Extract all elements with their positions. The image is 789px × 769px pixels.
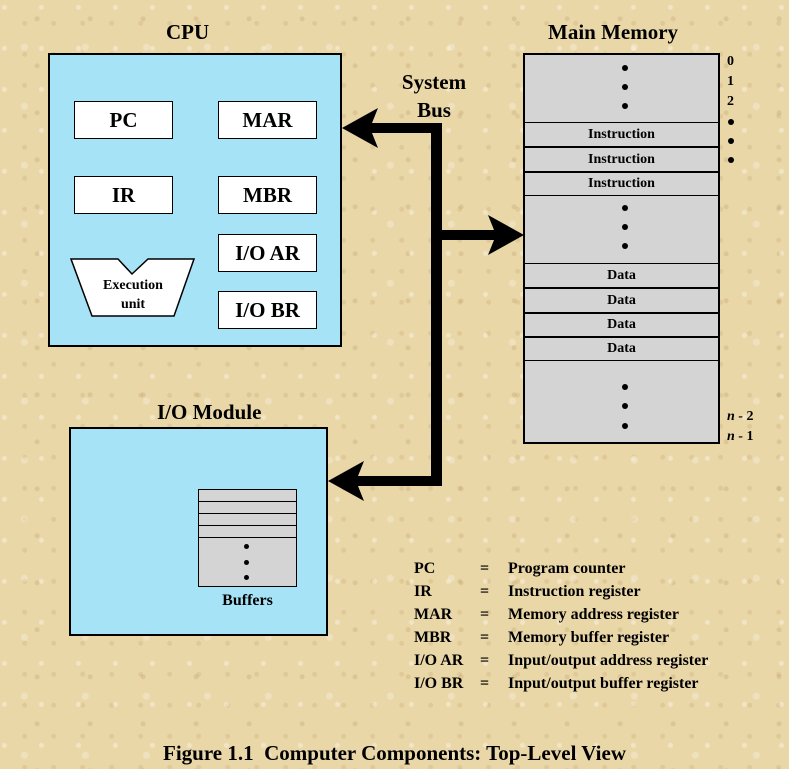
- memory-data-cell: Data: [525, 263, 718, 288]
- legend-meaning: Input/output address register: [508, 652, 709, 669]
- register-ir: IR: [74, 176, 173, 214]
- memory-dot: [622, 103, 628, 109]
- address-dot: [728, 138, 734, 144]
- register-io-br: I/O BR: [218, 291, 317, 329]
- bus-arrow-to-cpu: [342, 108, 378, 148]
- address-1: 1: [727, 74, 734, 89]
- memory-dot: [622, 84, 628, 90]
- io-buffers: [198, 489, 297, 587]
- address-0: 0: [727, 54, 734, 69]
- memory-instruction-cell: Instruction: [525, 122, 718, 147]
- legend-meaning: Input/output buffer register: [508, 675, 699, 692]
- legend-abbr: MAR: [414, 606, 453, 623]
- legend-abbr: I/O AR: [414, 652, 464, 669]
- figure-caption: Figure 1.1 Computer Components: Top-Leve…: [163, 741, 626, 765]
- bus-label: System Bus: [401, 70, 467, 122]
- buffer-row: [199, 526, 296, 538]
- address-dot: [728, 119, 734, 125]
- legend-abbr: IR: [414, 583, 432, 600]
- memory-dot: [622, 224, 628, 230]
- register-pc: PC: [74, 101, 173, 139]
- execution-unit-label: Execution unit: [103, 278, 163, 312]
- address-2: 2: [727, 94, 734, 109]
- memory-data-cell: Data: [525, 288, 718, 313]
- execution-unit-shape: [70, 258, 196, 317]
- bus-arrow-to-io: [328, 461, 364, 501]
- legend-meaning: Memory buffer register: [508, 629, 670, 646]
- memory-dot: [622, 65, 628, 71]
- buffer-row: [199, 514, 296, 526]
- legend-abbr: PC: [414, 560, 436, 577]
- buffer-dot: [244, 560, 249, 565]
- legend-abbr: MBR: [414, 629, 452, 646]
- register-mar: MAR: [218, 101, 317, 139]
- memory-dot: [622, 243, 628, 249]
- legend-equals: =: [480, 560, 490, 577]
- memory-instruction-cell: Instruction: [525, 147, 718, 172]
- memory-dot: [622, 403, 628, 409]
- legend-meaning: Memory address register: [508, 606, 679, 623]
- address-n-minus-1: n - 1: [727, 429, 754, 444]
- io-module-title: I/O Module: [157, 400, 262, 424]
- buffer-row: [199, 490, 296, 502]
- cpu-box: PC MAR IR MBR I/O AR I/O BR Execution un…: [48, 53, 342, 347]
- memory-dot: [622, 205, 628, 211]
- buffer-dot: [244, 544, 249, 549]
- legend-equals: =: [480, 583, 490, 600]
- memory-dot: [622, 384, 628, 390]
- memory-dot: [622, 423, 628, 429]
- bus-arrow-to-memory: [488, 215, 524, 255]
- buffers-label: Buffers: [222, 592, 273, 609]
- legend-equals: =: [480, 675, 490, 692]
- memory-title: Main Memory: [548, 20, 679, 44]
- legend-equals: =: [480, 652, 490, 669]
- legend-abbr: I/O BR: [414, 675, 464, 692]
- legend-meaning: Instruction register: [508, 583, 641, 600]
- cpu-title: CPU: [166, 20, 210, 44]
- address-dot: [728, 157, 734, 163]
- buffer-dot: [244, 575, 249, 580]
- register-io-ar: I/O AR: [218, 234, 317, 272]
- legend-equals: =: [480, 629, 490, 646]
- memory-instruction-cell: Instruction: [525, 172, 718, 196]
- io-module-box: Buffers: [69, 427, 328, 636]
- legend-meaning: Program counter: [508, 560, 626, 577]
- address-n-minus-2: n - 2: [727, 409, 754, 424]
- memory-data-cell: Data: [525, 337, 718, 361]
- main-memory: Instruction Instruction Instruction Data…: [523, 53, 720, 444]
- register-mbr: MBR: [218, 176, 317, 214]
- legend-equals: =: [480, 606, 490, 623]
- memory-data-cell: Data: [525, 313, 718, 337]
- buffer-row: [199, 502, 296, 514]
